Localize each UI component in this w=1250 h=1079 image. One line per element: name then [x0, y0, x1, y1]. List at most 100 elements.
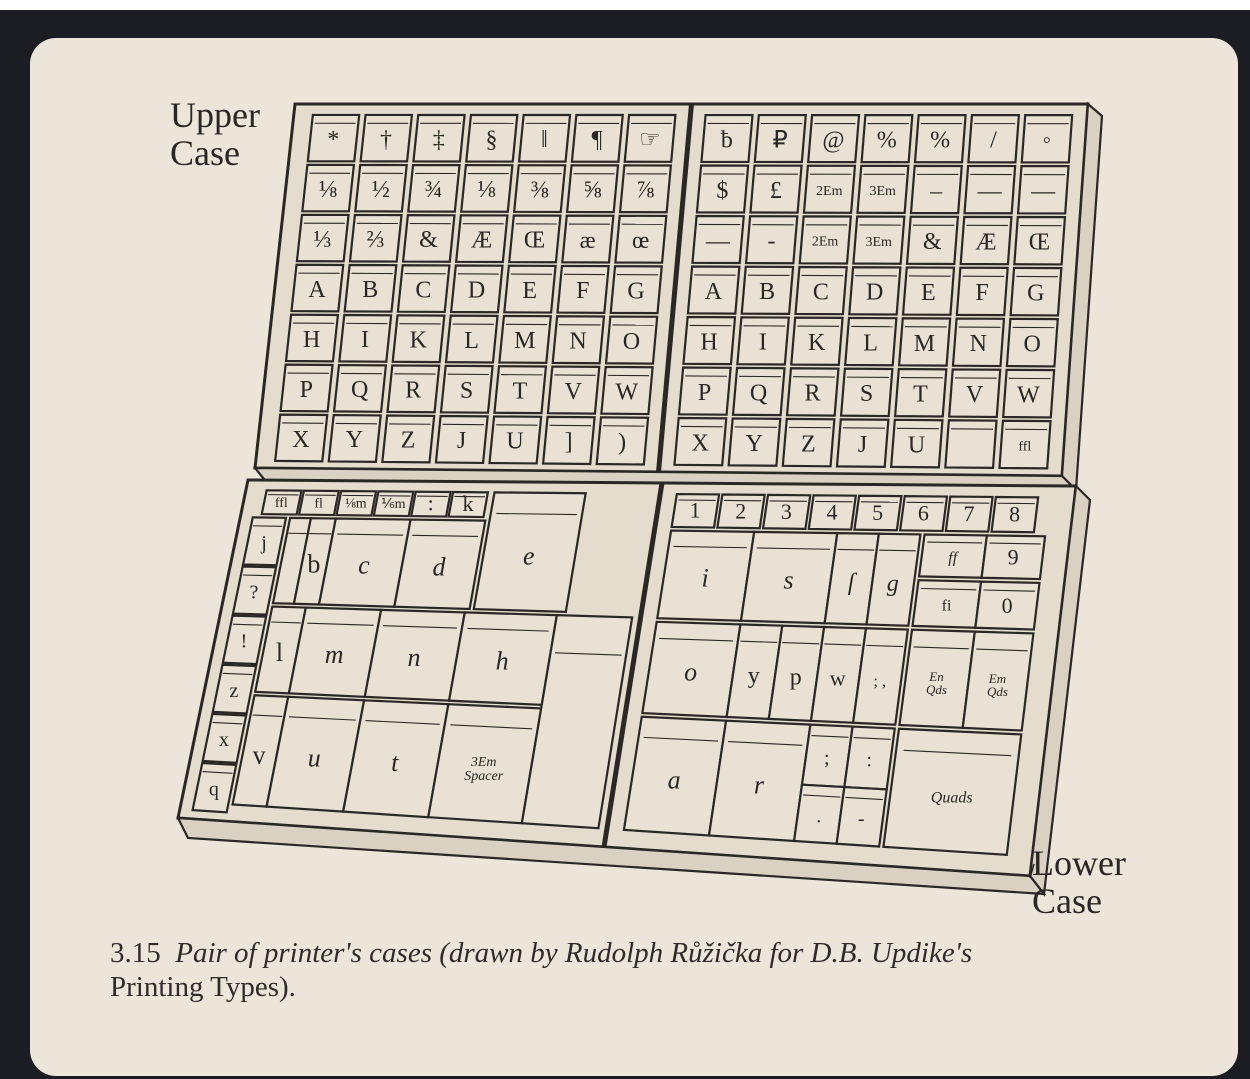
- upper-right-cell-r6-c3-label: J: [858, 431, 867, 457]
- lower-cell-0-label: 0: [1002, 593, 1013, 618]
- upper-left-cell-r5-c2-label: R: [405, 377, 421, 403]
- upper-left-cell-r0-c4-label: ‖: [541, 127, 548, 153]
- lower-cell-s-label: s: [783, 566, 793, 595]
- lower-left-side-cell-1-bevel: [243, 575, 272, 576]
- upper-left-cell-r5-c4-label: T: [513, 378, 528, 404]
- upper-right-cell-r5-c1-label: Q: [750, 380, 767, 406]
- upper-left-cell-r3-c1-label: B: [362, 277, 378, 303]
- lower-left-side-cell-0-label: j: [260, 532, 267, 554]
- upper-right-cell-r0-c5-label: /: [990, 127, 997, 153]
- caption-roman-text: Printing Types).: [110, 971, 296, 1003]
- upper-right-cell-r5-c3-label: S: [860, 381, 873, 407]
- upper-left-cell-r3-c2-label: C: [415, 277, 431, 303]
- upper-left-cell-r3-c0-label: A: [308, 276, 326, 302]
- upper-right-cell-r3-c1-label: B: [759, 279, 775, 305]
- lower-left-top-cell-0-label: ffl: [275, 496, 288, 511]
- lower-cell-c-label: c: [358, 551, 370, 580]
- upper-right-cell-r2-c4-label: &: [923, 229, 942, 255]
- book-page-photo: *†‡§‖¶☞⅛½¾⅛⅜⅝⅞⅓⅔&ÆŒæœABCDEFGHIKLMNOPQRST…: [30, 38, 1238, 1076]
- upper-left-cell-r0-c1-label: †: [380, 126, 392, 152]
- lower-left-top-cell-4-label: :: [428, 491, 434, 516]
- upper-left-cell-r5-c5-label: V: [565, 378, 583, 404]
- caption-number: 3.15: [110, 937, 161, 969]
- lower-left-side-cell-2-label: !: [241, 630, 248, 652]
- upper-right-cell-r2-c0-label: —: [705, 228, 731, 254]
- lower-cell-hyphen-label: -: [858, 808, 865, 830]
- lower-cell-v-label: v: [253, 740, 266, 769]
- upper-left-cell-r6-c4-label: U: [506, 428, 523, 454]
- upper-right-cell-r6-c6-label: ffl: [1018, 440, 1031, 455]
- lower-left-top-cell-5-label: k: [462, 491, 473, 516]
- upper-right-cell-r1-c2-label: 2Em: [816, 184, 843, 199]
- upper-right-cell-r2-c1-label: -: [767, 228, 775, 254]
- upper-right-cell-r4-c3-label: L: [863, 330, 878, 356]
- upper-left-cell-r1-c0-label: ⅛: [319, 176, 337, 202]
- upper-right-cell-r0-c2-label: @: [822, 127, 844, 153]
- upper-right-cell-r6-c2-label: Z: [801, 431, 816, 457]
- lower-right-top-cell-4-label: 5: [872, 500, 883, 525]
- upper-right-cell-r4-c1-label: I: [759, 329, 767, 355]
- upper-left-cell-r4-c4-label: M: [514, 328, 535, 354]
- upper-left-cell-r3-c6-label: G: [627, 278, 644, 304]
- upper-left-cell-r4-c0-label: H: [303, 326, 320, 352]
- upper-left-cell-r1-c6-label: ⅞: [636, 177, 654, 203]
- upper-left-cell-r1-c3-label: ⅛: [478, 177, 496, 203]
- upper-left-cell-r6-c3-label: J: [457, 428, 466, 454]
- lower-right-top-cell-0-label: 1: [690, 498, 701, 523]
- lower-cell-g-bevel: [879, 550, 916, 551]
- lower-cell-period-label: .: [816, 805, 821, 827]
- upper-left-cell-r6-c6-label: ): [618, 429, 626, 455]
- upper-right-cell-r5-c4-label: T: [913, 381, 928, 407]
- upper-right-cell-r0-c3-label: %: [877, 127, 897, 153]
- upper-right-cell-r4-c4-label: M: [914, 330, 935, 356]
- upper-right-cell-r1-c1-label: £: [770, 177, 782, 203]
- upper-right-cell-r2-c2-label: 2Em: [812, 235, 839, 250]
- upper-right-cell-r1-c3-label: 3Em: [869, 184, 896, 199]
- lower-cell-9-label: 9: [1008, 545, 1019, 570]
- lower-left-top-cell-3-label: ⅙m: [381, 497, 406, 512]
- upper-right-cell-r1-c0-label: $: [716, 177, 728, 203]
- upper-left-cell-r0-c2-label: ‡: [433, 126, 445, 152]
- lower-cell-w-label: w: [830, 665, 846, 690]
- upper-left-cell-r2-c0-label: ⅓: [313, 226, 331, 252]
- upper-right-cell-r3-c4-label: E: [921, 279, 936, 305]
- upper-left-cell-r0-c3-label: §: [486, 127, 498, 153]
- upper-right-cell-r3-c5-label: F: [975, 280, 988, 306]
- lower-left-side-cell-4-label: x: [219, 729, 229, 751]
- upper-left-cell-r4-c1-label: I: [361, 327, 369, 353]
- upper-right-cell-r4-c5-label: N: [970, 331, 987, 357]
- caption-italic-text: Pair of printer's cases (drawn by Rudolp…: [175, 937, 972, 969]
- upper-right-cell-r5-c0-label: P: [698, 379, 711, 405]
- upper-right-cell-r3-c6-label: G: [1027, 280, 1044, 306]
- lower-cell-b-label: b: [307, 549, 320, 578]
- upper-left-cell-r0-c5-label: ¶: [592, 127, 603, 153]
- upper-right-cell-r4-c2-label: K: [808, 330, 826, 356]
- lower-cell-m-label: m: [325, 640, 344, 669]
- lower-cell-p-label: p: [790, 664, 802, 690]
- upper-left-cell-r2-c3-label: Æ: [471, 227, 492, 253]
- upper-right-cell-r2-c3-label: 3Em: [865, 235, 892, 250]
- lower-cell-i-label: i: [701, 564, 708, 593]
- lower-cell-fi-label: fi: [942, 597, 952, 614]
- lower-right-top-cell-5-label: 6: [918, 501, 929, 526]
- upper-left-cell-r6-c2-label: Z: [401, 427, 416, 453]
- upper-left-cell-r4-c3-label: L: [464, 327, 479, 353]
- upper-left-cell-r1-c1-label: ½: [372, 176, 390, 202]
- upper-left-cell-r5-c1-label: Q: [351, 377, 368, 403]
- upper-left-cell-r4-c5-label: N: [569, 328, 586, 354]
- upper-right-cell-r1-c6-label: —: [1030, 178, 1056, 204]
- upper-left-cell-r1-c5-label: ⅝: [583, 177, 601, 203]
- upper-right-cell-r3-c3-label: D: [866, 279, 883, 305]
- upper-right-cell-r6-c5: [945, 420, 996, 468]
- upper-left-cell-r2-c5-label: æ: [580, 227, 596, 253]
- lower-right-top-cell-1-label: 2: [735, 498, 746, 523]
- lower-cell-a-label: a: [668, 766, 681, 795]
- upper-case-label: Upper Case: [170, 96, 260, 172]
- upper-right-cell-r0-c0-label: ƀ: [720, 127, 733, 153]
- upper-right-cell-r4-c6-label: O: [1023, 331, 1040, 357]
- upper-right-cell-r4-c0-label: H: [700, 329, 717, 355]
- upper-left-cell-r1-c2-label: ¾: [425, 177, 443, 203]
- upper-left-cell-r4-c2-label: K: [410, 327, 428, 353]
- upper-left-cell-r2-c6-label: œ: [632, 228, 649, 254]
